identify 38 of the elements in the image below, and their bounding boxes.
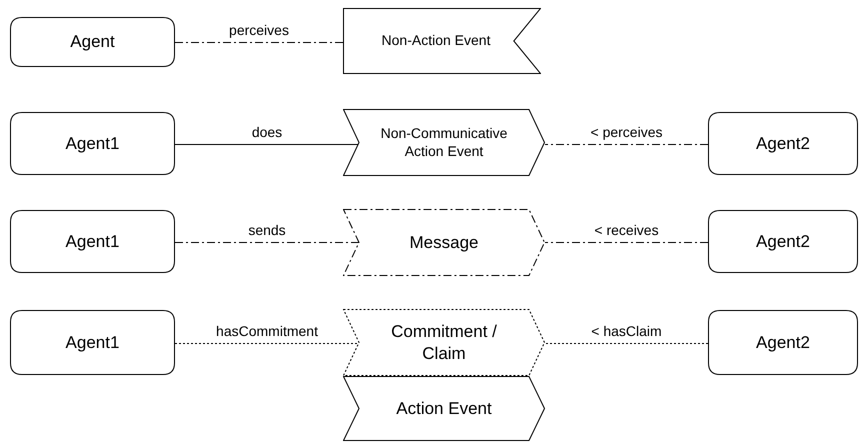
connector-line	[174, 144, 360, 145]
edge-label: perceives	[229, 22, 289, 36]
node-label: Agent1	[64, 132, 120, 154]
edge-label: hasCommitment	[216, 324, 318, 338]
rounded-box	[708, 112, 858, 175]
node-label: Action Event	[395, 398, 493, 420]
chevron-shape	[343, 376, 545, 441]
node-label: Agent1	[64, 332, 120, 354]
connector-line	[174, 343, 360, 344]
edge-label: < hasClaim	[591, 324, 662, 338]
connector-line	[544, 343, 708, 344]
connector-line	[544, 242, 708, 243]
node-label: Agent2	[755, 332, 811, 354]
node-label: Agent2	[755, 230, 811, 252]
node-label: Non-Communicative Action Event	[380, 125, 508, 160]
edge-label: sends	[248, 222, 286, 236]
edge-label: < receives	[594, 222, 659, 236]
connector-line	[174, 42, 344, 43]
edge-label: < perceives	[590, 124, 662, 138]
notched-flag-shape	[343, 8, 541, 74]
node-label: Agent	[69, 31, 116, 53]
node-label: Non-Action Event	[380, 32, 492, 50]
edge-label: does	[252, 124, 282, 138]
chevron-shape	[343, 109, 545, 176]
rounded-box	[10, 17, 175, 67]
rounded-box	[10, 210, 175, 273]
rounded-box	[10, 310, 175, 375]
rounded-box	[708, 310, 858, 375]
node-label: Agent2	[755, 132, 811, 154]
chevron-shape	[343, 209, 545, 276]
rounded-box	[10, 112, 175, 175]
connector-line	[544, 144, 708, 145]
rounded-box	[708, 210, 858, 273]
node-label: Message	[408, 232, 480, 254]
chevron-shape	[343, 309, 545, 376]
node-label: Agent1	[64, 230, 120, 252]
node-label: Commitment / Claim	[390, 321, 498, 364]
connector-line	[174, 242, 360, 243]
